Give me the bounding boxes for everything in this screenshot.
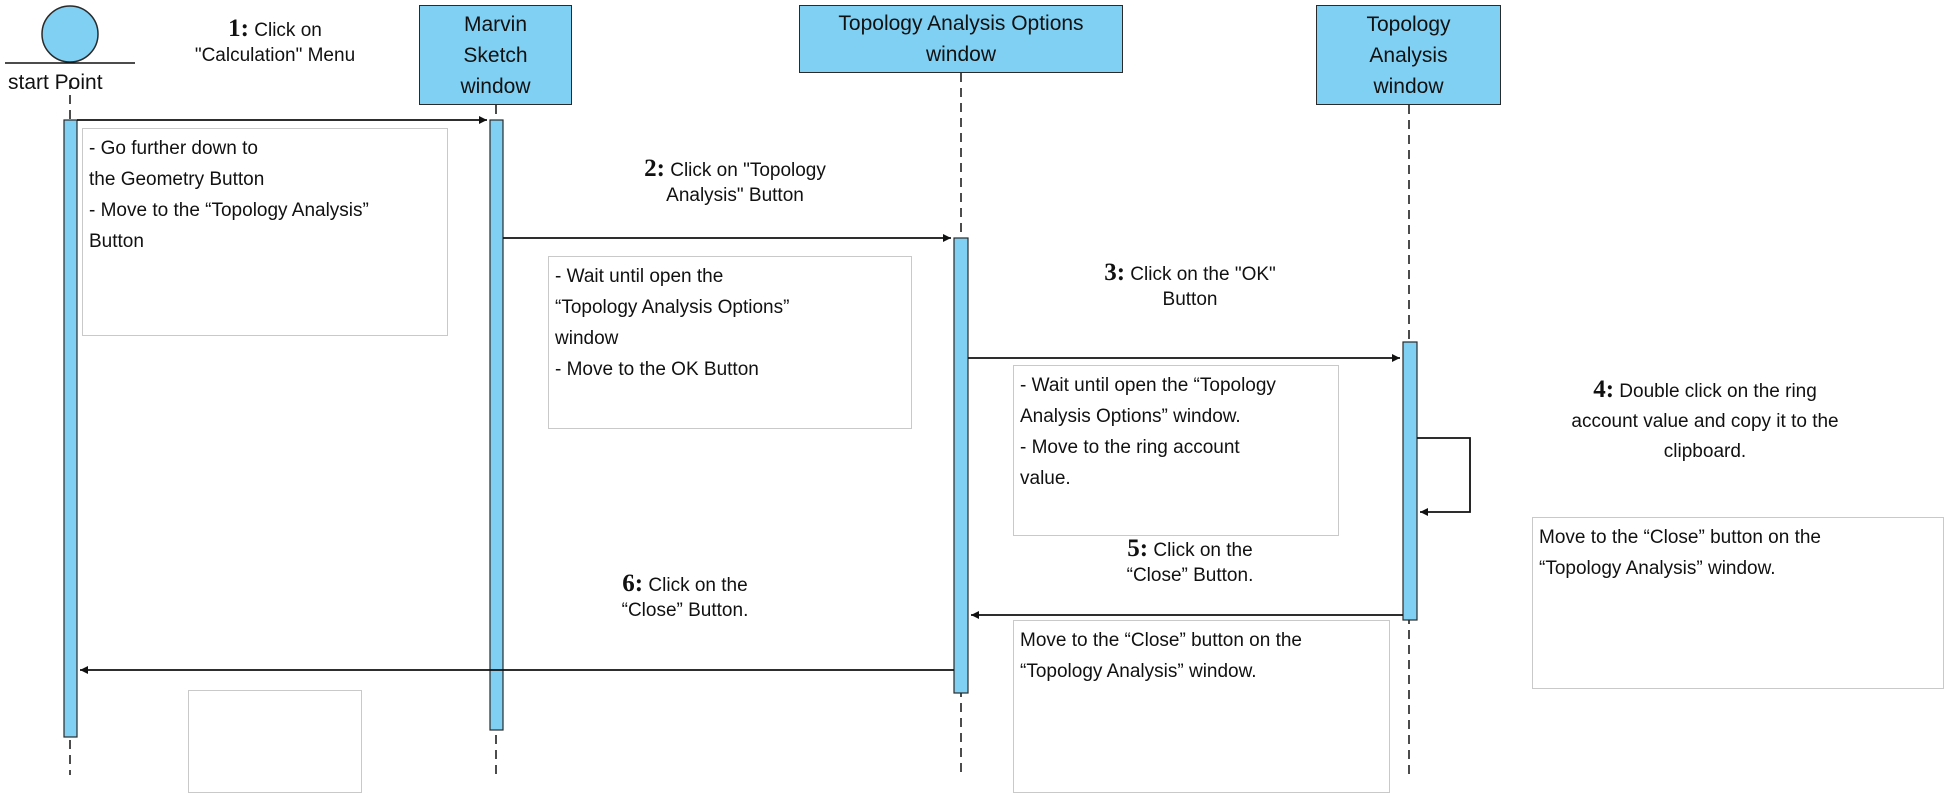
- message-label-4: 4: Double click on the ring account valu…: [1530, 375, 1880, 467]
- message-text-6: Click on the: [648, 575, 748, 596]
- message-label-3: 3: Click on the "OK" Button: [1080, 260, 1300, 312]
- note-box-3: - Wait until open the “Topology Analysis…: [1013, 365, 1339, 536]
- message-text-4: Double click on the ring: [1619, 381, 1817, 402]
- message-text-2-line2: Analysis" Button: [666, 185, 804, 206]
- activation-analysis: [1402, 341, 1418, 621]
- message-text-2: Click on "Topology: [670, 160, 826, 181]
- header-topology-analysis: Topology Analysis window: [1316, 5, 1501, 105]
- message-text-1: Click on: [254, 20, 322, 41]
- header-topology-options: Topology Analysis Options window: [799, 5, 1123, 73]
- message-text-3: Click on the "OK": [1130, 264, 1276, 285]
- message-number-3: 3:: [1104, 259, 1126, 286]
- actor-label: start Point: [8, 71, 103, 94]
- message-number-4: 4:: [1593, 376, 1615, 403]
- message-number-6: 6:: [622, 570, 644, 597]
- message-number-1: 1:: [228, 15, 249, 42]
- message-arrow-4-self: [1417, 437, 1471, 516]
- note-box-1: - Go further down to the Geometry Button…: [82, 128, 448, 336]
- message-label-2: 2: Click on "Topology Analysis" Button: [615, 156, 855, 208]
- note-box-2: - Wait until open the “Topology Analysis…: [548, 256, 912, 429]
- message-label-6: 6: Click on the “Close” Button.: [575, 571, 795, 623]
- message-text-4-line2: account value and copy it to the: [1571, 411, 1839, 432]
- message-label-5: 5: Click on the “Close” Button.: [1080, 536, 1300, 588]
- actor-icon: [41, 5, 99, 63]
- activation-actor: [63, 119, 78, 738]
- message-text-3-line2: Button: [1162, 289, 1218, 310]
- message-number-5: 5:: [1127, 535, 1149, 562]
- header-marvin-sketch: Marvin Sketch window: [419, 5, 572, 105]
- message-text-5-line2: “Close” Button.: [1126, 565, 1254, 586]
- message-text-5: Click on the: [1153, 540, 1253, 561]
- message-label-1: 1: Click on "Calculation" Menu: [170, 16, 380, 68]
- activation-options: [953, 237, 969, 694]
- message-text-4-line3: clipboard.: [1663, 441, 1747, 462]
- activation-marvin: [489, 119, 504, 731]
- message-text-1-line2: "Calculation" Menu: [194, 45, 356, 66]
- message-text-6-line2: “Close” Button.: [621, 600, 749, 621]
- note-box-4: Move to the “Close” button on the “Topol…: [1532, 517, 1944, 689]
- note-box-5: Move to the “Close” button on the “Topol…: [1013, 620, 1390, 793]
- note-box-empty: [188, 690, 362, 793]
- message-number-2: 2:: [644, 155, 665, 182]
